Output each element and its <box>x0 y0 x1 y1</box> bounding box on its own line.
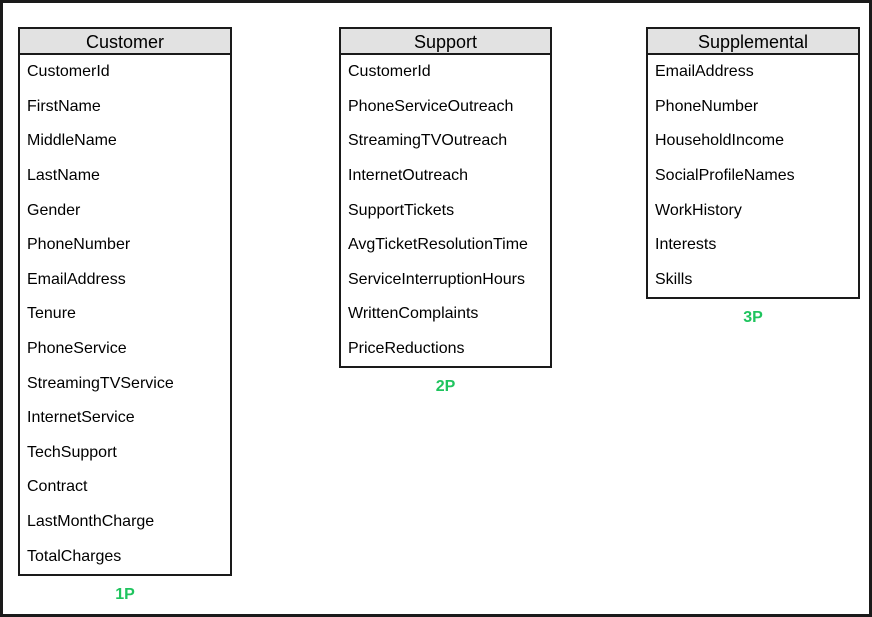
party-label-2p: 2P <box>435 378 456 396</box>
entity-field: AvgTicketResolutionTime <box>348 236 528 254</box>
entity-field: SupportTickets <box>348 201 455 219</box>
entity-title: Customer <box>20 29 230 55</box>
entity-field: LastName <box>27 167 100 185</box>
entity-field: SocialProfileNames <box>655 167 795 185</box>
entity-field: PhoneService <box>27 340 127 358</box>
entity-field: CustomerId <box>27 63 110 81</box>
entity-field: WorkHistory <box>655 201 742 219</box>
entity-field: TechSupport <box>27 443 117 461</box>
entity-field: TotalCharges <box>27 547 122 565</box>
entity-title: Support <box>341 29 550 55</box>
entity-field: PhoneServiceOutreach <box>348 97 514 115</box>
entity-field: FirstName <box>27 97 101 115</box>
entity-field: MiddleName <box>27 132 117 150</box>
entity-field: ServiceInterruptionHours <box>348 270 525 288</box>
entity-field: StreamingTVService <box>27 374 174 392</box>
entity-field: EmailAddress <box>655 63 754 81</box>
entity-field: Interests <box>655 236 717 254</box>
entity-field: Gender <box>27 201 81 219</box>
entity-field: PhoneNumber <box>27 236 131 254</box>
entity-field: PriceReductions <box>348 340 465 358</box>
entity-field: PhoneNumber <box>655 97 759 115</box>
entity-field: InternetOutreach <box>348 167 469 185</box>
entity-field: LastMonthCharge <box>27 513 155 531</box>
entity-field: Skills <box>655 270 693 288</box>
entity-field: HouseholdIncome <box>655 132 784 150</box>
entity-field: EmailAddress <box>27 270 126 288</box>
party-label-1p: 1P <box>115 585 135 603</box>
party-label-3p: 3P <box>743 309 763 327</box>
entity-field: Tenure <box>27 305 76 323</box>
entity-field: Contract <box>27 478 88 496</box>
entity-field: WrittenComplaints <box>348 305 479 323</box>
entity-field: InternetService <box>27 409 135 427</box>
entity-title: Supplemental <box>648 29 858 55</box>
entity-field: StreamingTVOutreach <box>348 132 508 150</box>
entity-field: CustomerId <box>348 63 431 81</box>
